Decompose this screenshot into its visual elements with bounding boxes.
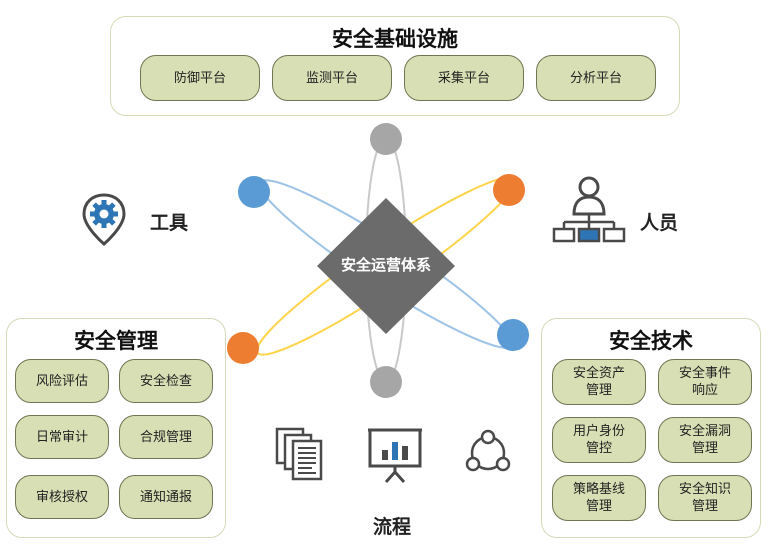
technology-title: 安全技术 bbox=[609, 328, 693, 353]
risk-assessment-button[interactable]: 风险评估 bbox=[15, 359, 109, 403]
gear-location-icon bbox=[82, 193, 126, 246]
center-label: 安全运营体系 bbox=[340, 256, 431, 274]
knowledge-management-button[interactable]: 安全知识 管理 bbox=[658, 475, 752, 521]
collection-platform-button[interactable]: 采集平台 bbox=[404, 55, 524, 101]
baseline-management-button[interactable]: 策略基线 管理 bbox=[552, 475, 646, 521]
node-gray-bottom bbox=[370, 366, 402, 398]
management-title: 安全管理 bbox=[74, 328, 158, 353]
monitoring-platform-button[interactable]: 监测平台 bbox=[272, 55, 392, 101]
node-orange-left bbox=[227, 332, 259, 364]
vulnerability-management-button[interactable]: 安全漏洞 管理 bbox=[658, 417, 752, 463]
org-chart-icon bbox=[552, 176, 626, 243]
document-stack-icon bbox=[275, 427, 323, 481]
defense-platform-button[interactable]: 防御平台 bbox=[140, 55, 260, 101]
presentation-chart-icon bbox=[368, 428, 422, 484]
process-label: 流程 bbox=[373, 516, 412, 538]
compliance-button[interactable]: 合规管理 bbox=[119, 415, 213, 459]
management-panel: 安全管理 风险评估 安全检查 日常审计 合规管理 审核授权 通知通报 bbox=[6, 318, 226, 538]
daily-audit-button[interactable]: 日常审计 bbox=[15, 415, 109, 459]
node-blue-right bbox=[497, 319, 529, 351]
infrastructure-title: 安全基础设施 bbox=[332, 26, 458, 51]
review-authorize-button[interactable]: 审核授权 bbox=[15, 475, 109, 519]
cycle-icon bbox=[465, 429, 511, 472]
infrastructure-panel: 安全基础设施 防御平台 监测平台 采集平台 分析平台 bbox=[110, 16, 680, 116]
identity-control-button[interactable]: 用户身份 管控 bbox=[552, 417, 646, 463]
node-gray-top bbox=[370, 123, 402, 155]
center-diamond bbox=[317, 198, 455, 334]
analysis-platform-button[interactable]: 分析平台 bbox=[536, 55, 656, 101]
tools-label: 工具 bbox=[150, 212, 189, 234]
notification-button[interactable]: 通知通报 bbox=[119, 475, 213, 519]
people-label: 人员 bbox=[640, 212, 679, 234]
technology-panel: 安全技术 安全资产 管理 安全事件 响应 用户身份 管控 安全漏洞 管理 策略基… bbox=[541, 318, 761, 538]
node-orange-right bbox=[493, 174, 525, 206]
incident-response-button[interactable]: 安全事件 响应 bbox=[658, 359, 752, 405]
node-blue-left bbox=[238, 176, 270, 208]
asset-management-button[interactable]: 安全资产 管理 bbox=[552, 359, 646, 405]
security-check-button[interactable]: 安全检查 bbox=[119, 359, 213, 403]
